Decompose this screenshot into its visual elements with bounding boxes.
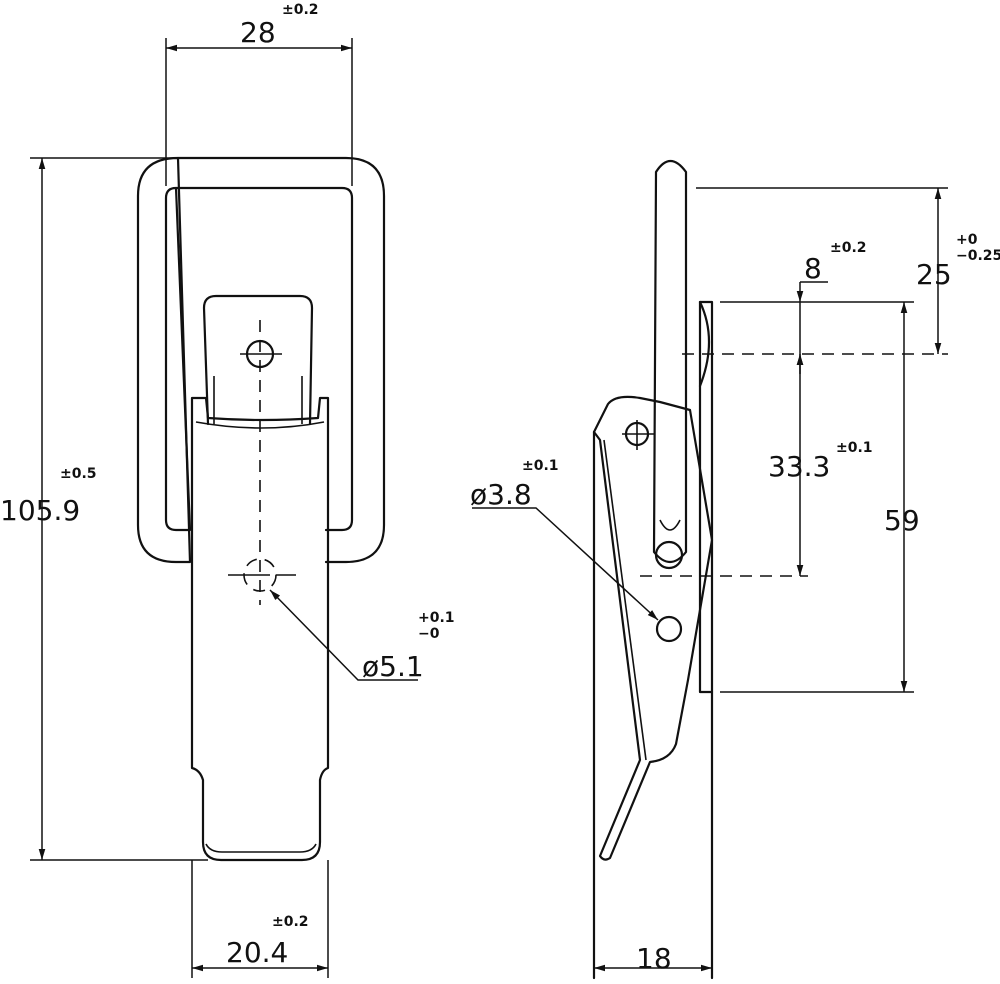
hook-roller — [654, 540, 684, 570]
lever-side — [592, 395, 714, 861]
side-view — [472, 159, 948, 980]
hook-handle — [652, 159, 688, 564]
lever-side-inner — [603, 439, 647, 761]
wire-loop-outer — [136, 156, 386, 564]
base-hook — [698, 300, 711, 388]
dim-label-hole-3-8: ø3.8 — [470, 478, 532, 511]
dim-tol-25-upper: +0 — [956, 232, 978, 248]
dim-tol-hole-5-1-lower: −0 — [418, 626, 440, 642]
dim-tol-hole-5-1-upper: +0.1 — [418, 610, 455, 626]
dim-tol-25-lower: −0.25 — [956, 248, 1000, 264]
dim-label-18: 18 — [636, 942, 672, 975]
base-plate — [698, 300, 714, 694]
dim-tol-hole-3-8: ±0.1 — [522, 458, 559, 474]
hook-handle-lower — [659, 519, 681, 531]
dim-label-59: 59 — [884, 504, 920, 537]
side-small-hole — [655, 615, 683, 643]
dim-label-105-9: 105.9 — [0, 494, 80, 527]
lever-body — [190, 396, 330, 862]
dim-tol-28: ±0.2 — [282, 2, 319, 18]
dim-label-33-3: 33.3 — [768, 450, 830, 483]
dim-tol-20-4: ±0.2 — [272, 914, 309, 930]
hinge-tab — [202, 294, 314, 426]
front-view — [30, 38, 418, 978]
lever-top-curve — [195, 421, 325, 429]
dim-tol-33-3: ±0.1 — [836, 440, 873, 456]
dim-tol-105-9: ±0.5 — [60, 466, 97, 482]
wire-loop-inner — [164, 186, 354, 532]
dim-label-25: 25 — [916, 258, 952, 291]
dim-tol-8: ±0.2 — [830, 240, 867, 256]
hinge-tab-inner — [213, 376, 303, 424]
dim-label-20-4: 20.4 — [226, 936, 288, 969]
dim-label-hole-5-1: ø5.1 — [362, 650, 424, 683]
dim-label-28: 28 — [240, 16, 276, 49]
dim-label-8: 8 — [804, 252, 822, 285]
lever-bottom-lip — [205, 843, 317, 853]
